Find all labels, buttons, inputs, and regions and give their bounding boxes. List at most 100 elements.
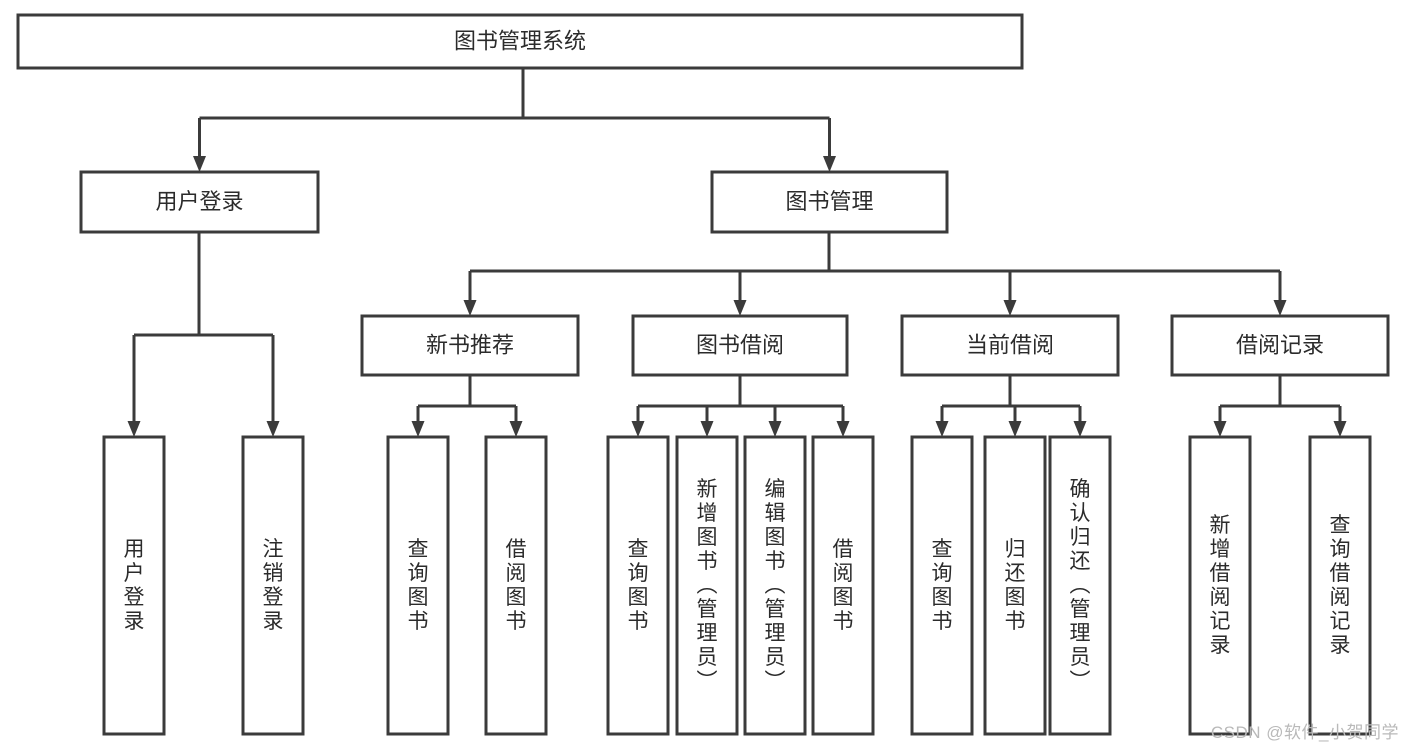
node-label: 图书管理 — [785, 189, 873, 214]
node-label: 用户登录 — [155, 189, 243, 214]
node-label-char: 书 — [506, 610, 527, 633]
node-box[interactable] — [1048, 435, 1112, 736]
node-label-char: 记 — [1330, 610, 1351, 633]
node-l10[interactable]: 归还图书归还图书 — [983, 435, 1047, 736]
node-label-char: 理 — [697, 622, 718, 645]
node-label-char: 图 — [506, 586, 527, 609]
node-label-char: 书 — [765, 550, 786, 573]
arrow-head-icon — [1073, 421, 1087, 437]
node-box[interactable] — [1170, 314, 1390, 377]
node-box[interactable] — [1308, 435, 1372, 736]
node-label-char: 管 — [1070, 598, 1091, 621]
node-label-char: 书 — [833, 610, 854, 633]
node-box[interactable] — [710, 170, 949, 234]
node-label-char: 询 — [1330, 538, 1351, 561]
node-box[interactable] — [1188, 435, 1252, 736]
node-l5[interactable]: 查询图书查询图书 — [606, 435, 670, 736]
arrow-head-icon — [631, 421, 645, 437]
node-label-char: 认 — [1070, 502, 1091, 525]
node-records[interactable]: 借阅记录 — [1170, 314, 1390, 377]
node-label-char: 图 — [765, 526, 786, 549]
connector-group-records — [1213, 375, 1347, 437]
node-box[interactable] — [743, 435, 807, 736]
arrow-head-icon — [193, 156, 206, 172]
node-label-char: 录 — [124, 610, 145, 633]
connector-group-login — [127, 232, 280, 437]
node-box[interactable] — [360, 314, 580, 377]
node-label-char: 询 — [628, 562, 649, 585]
node-box[interactable] — [811, 435, 875, 736]
node-box[interactable] — [983, 435, 1047, 736]
node-l1[interactable]: 用户登录用户登录 — [102, 435, 166, 736]
node-label-char: 还 — [1005, 562, 1026, 585]
node-box[interactable] — [386, 435, 450, 736]
node-l9[interactable]: 查询图书查询图书 — [910, 435, 974, 736]
node-label-char: 查 — [1330, 514, 1351, 537]
node-label: 新书推荐 — [426, 332, 514, 357]
node-box[interactable] — [16, 13, 1024, 70]
node-login[interactable]: 用户登录 — [79, 170, 320, 234]
node-label-char: 询 — [932, 562, 953, 585]
node-label-char: 增 — [1210, 538, 1231, 561]
node-box[interactable] — [675, 435, 739, 736]
arrow-head-icon — [463, 300, 477, 316]
node-box[interactable] — [102, 435, 166, 736]
node-label-char: 员 — [1070, 646, 1091, 669]
node-label-char: 阅 — [506, 562, 527, 585]
node-label-char: 借 — [1210, 562, 1231, 585]
node-label-char: 书 — [697, 550, 718, 573]
arrow-head-icon — [823, 156, 836, 172]
node-newbook[interactable]: 新书推荐 — [360, 314, 580, 377]
node-box[interactable] — [484, 435, 548, 736]
node-box[interactable] — [631, 314, 849, 377]
node-label-char: ︶ — [765, 670, 786, 693]
node-box[interactable] — [606, 435, 670, 736]
node-label-char: ︵ — [765, 574, 786, 597]
node-box[interactable] — [910, 435, 974, 736]
node-box[interactable] — [79, 170, 320, 234]
arrow-head-icon — [768, 421, 782, 437]
node-label-char: 图 — [932, 586, 953, 609]
node-box[interactable] — [241, 435, 305, 736]
node-bookmgmt[interactable]: 图书管理 — [710, 170, 949, 234]
node-label-char: 图 — [833, 586, 854, 609]
node-current[interactable]: 当前借阅 — [900, 314, 1120, 377]
watermark-label: CSDN @软件_小贺同学 — [1210, 723, 1399, 742]
node-l13[interactable]: 查询借阅记录查询借阅记录 — [1308, 435, 1372, 736]
node-label-char: 图 — [697, 526, 718, 549]
node-l12[interactable]: 新增借阅记录新增借阅记录 — [1188, 435, 1252, 736]
node-l2[interactable]: 注销登录注销登录 — [241, 435, 305, 736]
node-label-char: 新 — [697, 478, 718, 501]
arrow-head-icon — [266, 421, 280, 437]
node-label-char: 增 — [697, 502, 718, 525]
node-label-char: 书 — [628, 610, 649, 633]
connector-group-root — [193, 68, 836, 172]
node-label-char: 录 — [263, 610, 284, 633]
node-borrow[interactable]: 图书借阅 — [631, 314, 849, 377]
node-label-char: 查 — [408, 538, 429, 561]
node-label-char: 理 — [765, 622, 786, 645]
node-label-char: 录 — [1210, 634, 1231, 657]
node-label-char: ︵ — [1070, 574, 1091, 597]
node-label-char: 登 — [124, 586, 145, 609]
connector-group-bookmgmt — [463, 232, 1287, 316]
node-l4[interactable]: 借阅图书借阅图书 — [484, 435, 548, 736]
node-label-char: 记 — [1210, 610, 1231, 633]
node-label-char: 借 — [506, 538, 527, 561]
node-label-char: 图 — [408, 586, 429, 609]
arrow-head-icon — [1273, 300, 1287, 316]
node-label-char: 归 — [1070, 526, 1091, 549]
node-label-char: 录 — [1330, 634, 1351, 657]
node-l3[interactable]: 查询图书查询图书 — [386, 435, 450, 736]
node-label-char: 归 — [1005, 538, 1026, 561]
arrow-head-icon — [411, 421, 425, 437]
node-root[interactable]: 图书管理系统 — [16, 13, 1024, 70]
node-label-char: 辑 — [765, 502, 786, 525]
node-box[interactable] — [900, 314, 1120, 377]
arrow-head-icon — [1008, 421, 1022, 437]
node-l8[interactable]: 借阅图书借阅图书 — [811, 435, 875, 736]
